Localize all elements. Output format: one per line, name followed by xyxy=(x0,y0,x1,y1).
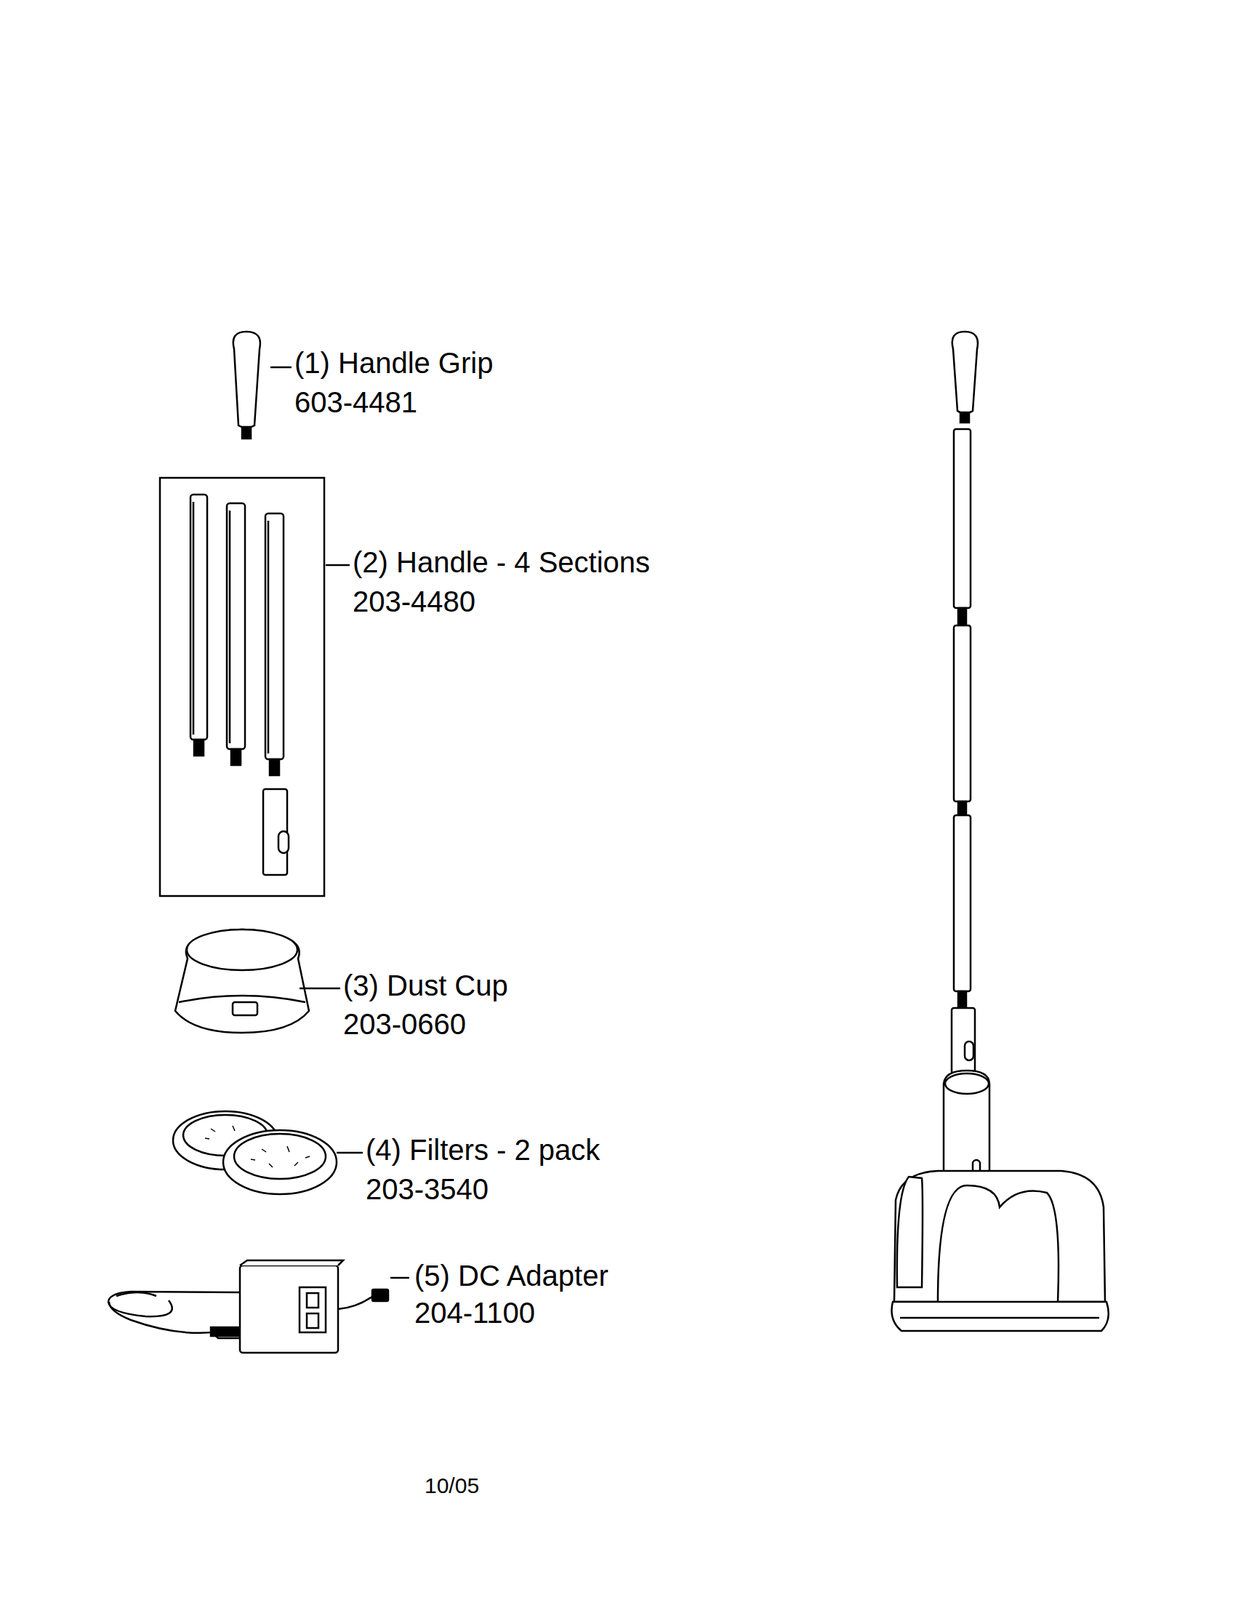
handle-grip-drawing xyxy=(233,331,261,439)
part-number: 204-1100 xyxy=(414,1295,536,1329)
part-name: (5) DC Adapter xyxy=(414,1258,609,1292)
dc-adapter-drawing xyxy=(108,1259,389,1353)
part-name: (4) Filters - 2 pack xyxy=(365,1132,600,1167)
part-name: (3) Dust Cup xyxy=(343,968,509,1002)
group-box xyxy=(159,477,325,896)
part-number: 203-3540 xyxy=(365,1171,489,1206)
leader-line xyxy=(336,1151,363,1154)
filters-drawing xyxy=(173,1110,337,1194)
part-name: (2) Handle - 4 Sections xyxy=(352,545,650,579)
assembled-sweeper-drawing xyxy=(892,331,1109,1331)
leader-line xyxy=(390,1276,410,1279)
handle-section-drawing xyxy=(190,494,289,875)
leader-line xyxy=(325,564,350,567)
leader-line xyxy=(270,366,292,369)
dust-cup-drawing xyxy=(175,929,309,1033)
part-number: 203-0660 xyxy=(343,1006,467,1041)
part-number: 603-4481 xyxy=(294,385,418,419)
line-art xyxy=(108,331,1109,1353)
part-name: (1) Handle Grip xyxy=(294,346,493,380)
date-note: 10/05 xyxy=(424,1472,480,1499)
part-number: 203-4480 xyxy=(352,584,476,618)
leader-line xyxy=(299,987,341,990)
